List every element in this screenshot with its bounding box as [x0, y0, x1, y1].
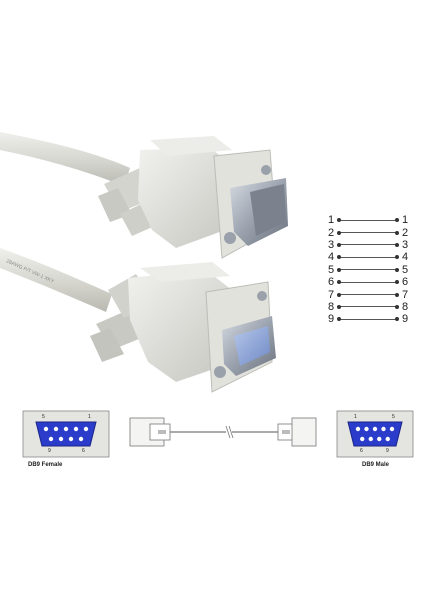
- pin-number-left: 4: [327, 251, 335, 264]
- pin-wire: [337, 304, 399, 309]
- connector-pin: [377, 436, 382, 442]
- female-connector: [90, 262, 276, 393]
- pin-number-right: 9: [401, 313, 409, 326]
- female-pin-1: 1: [88, 414, 91, 420]
- connector-pin: [372, 426, 378, 432]
- pin-wire: [337, 317, 399, 322]
- db9-female-label: DB9 Female: [28, 462, 63, 468]
- male-pin-5: 5: [392, 414, 395, 420]
- db9-male-label: DB9 Male: [362, 462, 390, 468]
- db9-male-diagram: 1 5 6 9: [336, 410, 414, 458]
- pin-number-right: 2: [401, 226, 409, 239]
- connector-pin: [385, 436, 390, 442]
- male-pin-6: 6: [360, 448, 363, 454]
- pin-wire: [337, 267, 399, 272]
- pin-number-right: 5: [401, 263, 409, 276]
- cable-diagram: [129, 417, 317, 447]
- connector-pin: [368, 436, 373, 442]
- db9-female-diagram: 5 1 9 6: [22, 410, 110, 458]
- connector-pin: [381, 426, 386, 432]
- pin-number-right: 1: [401, 214, 409, 227]
- connector-pin: [389, 426, 395, 432]
- pin-wire: [337, 218, 399, 223]
- female-pin-9: 9: [48, 448, 51, 454]
- pin-wire: [337, 280, 399, 285]
- pin-number-right: 3: [401, 238, 409, 251]
- connector-pin: [355, 426, 361, 432]
- pin-number-left: 3: [327, 238, 335, 251]
- lower-cable: [0, 248, 112, 312]
- connector-pin: [364, 426, 369, 432]
- pin-number-right: 7: [401, 288, 409, 301]
- pin-number-left: 6: [327, 276, 335, 289]
- pin-number-left: 1: [327, 214, 335, 227]
- pin-wire: [337, 255, 399, 260]
- male-connector: [98, 136, 288, 259]
- pin-wire: [337, 292, 399, 297]
- pin-number-right: 8: [401, 300, 409, 313]
- connector-pin: [73, 426, 79, 432]
- pin-number-left: 2: [327, 226, 335, 239]
- pin-number-left: 5: [327, 263, 335, 276]
- male-pin-1: 1: [354, 414, 357, 420]
- pin-wire: [337, 230, 399, 235]
- pin-number-right: 6: [401, 276, 409, 289]
- connector-pin: [78, 436, 84, 442]
- pin-number-left: 8: [327, 300, 335, 313]
- connector-pin: [360, 436, 365, 442]
- connector-pin: [48, 436, 54, 442]
- male-pin-9: 9: [386, 448, 389, 454]
- connector-pin: [83, 426, 89, 432]
- connector-pin: [58, 436, 64, 442]
- connector-pin: [43, 426, 49, 432]
- pin-wire: [337, 242, 399, 247]
- upper-cable: [0, 132, 130, 186]
- connector-pin: [53, 426, 59, 432]
- pin-number-left: 9: [327, 313, 335, 326]
- connector-pin: [68, 436, 74, 442]
- female-pin-6: 6: [82, 448, 85, 454]
- female-pin-5: 5: [42, 414, 45, 420]
- pin-number-right: 4: [401, 251, 409, 264]
- connector-pin: [63, 426, 69, 432]
- pin-number-left: 7: [327, 288, 335, 301]
